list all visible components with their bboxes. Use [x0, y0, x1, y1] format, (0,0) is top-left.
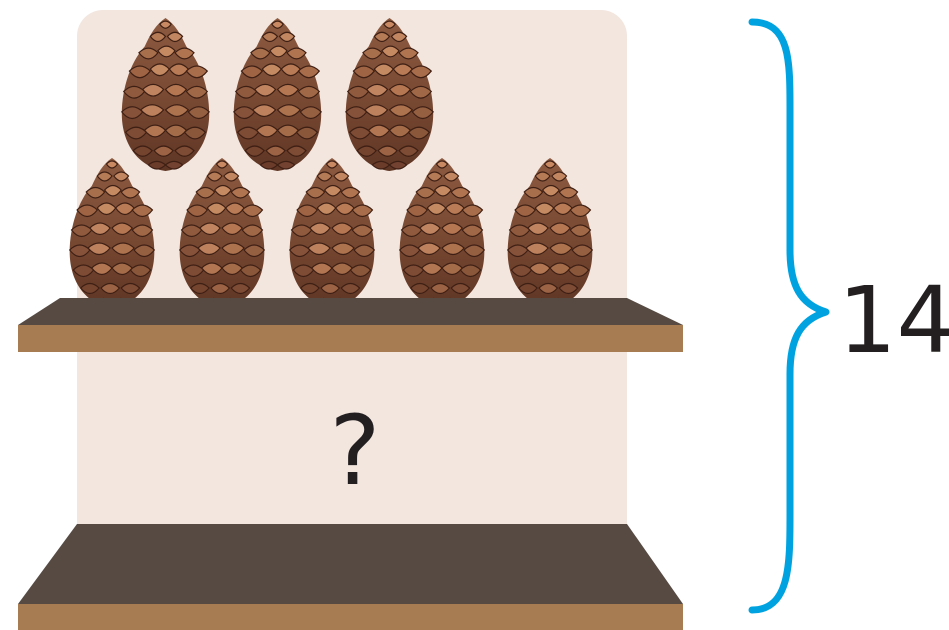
total-count-label: 14: [838, 267, 949, 374]
curly-brace: [752, 22, 826, 610]
unknown-count-label: ?: [330, 395, 381, 507]
top-shelf: [18, 298, 683, 352]
bottom-shelf: [18, 524, 683, 630]
